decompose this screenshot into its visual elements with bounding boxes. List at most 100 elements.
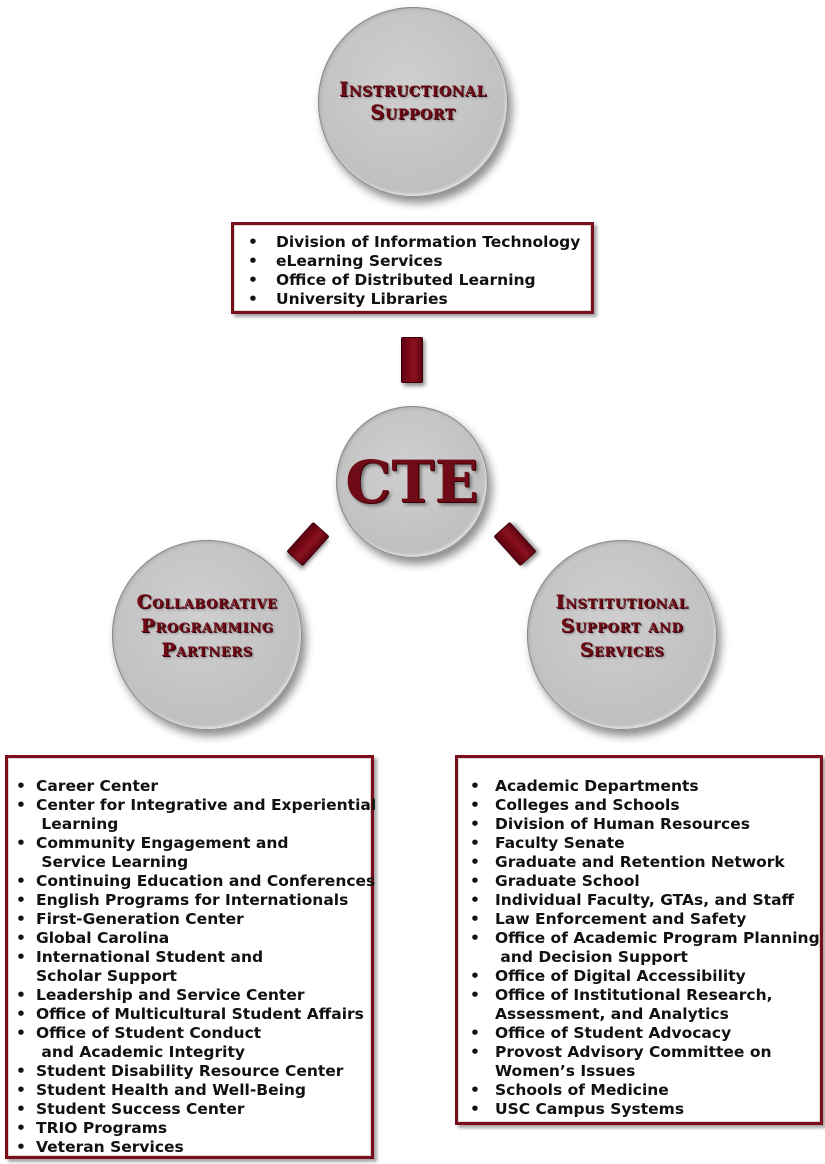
bullet-icon: • [470,967,480,985]
bullet-icon: • [470,891,480,909]
title-line: Programming [140,615,274,638]
list-item: • Office of Digital Accessibility [470,967,820,986]
title-line: Instructional [339,78,487,101]
list-item-text: Office of Student Advocacy [495,1024,732,1042]
list-item: • Graduate and Retention Network [470,853,820,872]
list-item: • Student Health and Well-Being [16,1081,371,1100]
bullet-icon: • [16,891,26,909]
list-item-text: Division of Human Resources [495,815,750,833]
list-item: •Academic Departments [470,777,820,796]
title-line: Support and [560,615,684,638]
list-item: • Graduate School [470,872,820,891]
institutional-support-services-circle: Institutional Support and Services [527,540,717,730]
list-item: • TRIO Programs [16,1119,371,1138]
bullet-icon: • [470,777,480,795]
list-item: •Law Enforcement and Safety [470,910,820,929]
list-item: • International Student and Scholar Suppo… [16,948,371,986]
title-line: Collaborative [136,591,278,614]
list-item-text: Graduate and Retention Network [495,853,785,871]
bullet-icon: • [16,872,26,890]
bullet-icon: • [470,929,480,947]
title-line: Support [370,101,456,124]
list-item-text: English Programs for Internationals [36,891,349,909]
list-item: • Individual Faculty, GTAs, and Staff [470,891,820,910]
list-item: • Provost Advisory Committee on Women’s I… [470,1043,820,1081]
bullet-icon: • [248,271,258,289]
list-item: • Office of Institutional Research, Asses… [470,986,820,1024]
bullet-icon: • [16,1100,26,1118]
bullet-icon: • [470,853,480,871]
bullet-icon: • [248,252,258,270]
list-item-text: First-Generation Center [36,910,244,928]
list-item-text: Career Center [36,777,159,795]
list-item-text: Division of Information Technology [276,233,581,251]
connector-left [286,521,330,567]
bullet-icon: • [16,1005,26,1023]
list-item: • First-Generation Center [16,910,371,929]
list-item: •Division of Human Resources [470,815,820,834]
bullet-icon: • [248,290,258,308]
bullet-icon: • [470,872,480,890]
institutional-support-services-title: Institutional Support and Services [556,591,689,662]
collaborative-programming-partners-title: Collaborative Programming Partners [136,591,277,662]
cte-center-circle: CTE [336,406,488,558]
list-item: • Office of Student Conduct and Academic … [16,1024,371,1062]
list-item: • Center for Integrative and Experiential… [16,796,377,834]
list-item: • Student Success Center [16,1100,371,1119]
bullet-icon: • [16,1119,26,1137]
collaborative-programming-partners-list: •Career Center •Center for Integrative a… [16,777,377,1157]
bullet-icon: • [16,834,26,852]
list-item-text: Student Success Center [36,1100,245,1118]
list-item: • USC Campus Systems [470,1100,820,1119]
bullet-icon: • [470,1100,480,1118]
bullet-icon: • [16,929,26,947]
connector-right [493,521,537,567]
bullet-icon: • [470,834,480,852]
list-item-text: Provost Advisory Committee on Women’s Is… [495,1043,772,1080]
list-item: •Colleges and Schools [470,796,820,815]
list-item-text: Law Enforcement and Safety [495,910,747,928]
list-item: •Office of Distributed Learning [248,271,591,290]
instructional-support-circle: Instructional Support [318,7,508,197]
list-item-text: Office of Institutional Research, Assess… [495,986,773,1023]
bullet-icon: • [470,1081,480,1099]
bullet-icon: • [16,1024,26,1042]
list-item: •Global Carolina [16,929,371,948]
list-item: • Continuing Education and Conferences [16,872,376,891]
list-item-text: Student Disability Resource Center [36,1062,344,1080]
list-item-text: Office of Multicultural Student Affairs [36,1005,364,1023]
bullet-icon: • [470,1024,480,1042]
list-item: •Faculty Senate [470,834,820,853]
list-item-text: Continuing Education and Conferences [36,872,376,890]
list-item: •Career Center [16,777,371,796]
bullet-icon: • [16,1081,26,1099]
list-item: •Office of Academic Program Planning and… [470,929,820,967]
bullet-icon: • [16,796,26,814]
list-item: • English Programs for Internationals [16,891,371,910]
bullet-icon: • [16,948,26,966]
bullet-icon: • [470,1043,480,1061]
title-line: Partners [161,638,253,661]
list-item-text: Office of Student Conduct and Academic I… [36,1024,262,1061]
bullet-icon: • [470,986,480,1004]
list-item-text: Graduate School [495,872,640,890]
bullet-icon: • [16,910,26,928]
institutional-support-services-list-box: •Academic Departments •Colleges and Scho… [455,755,823,1125]
institutional-support-services-list: •Academic Departments •Colleges and Scho… [470,777,820,1119]
bullet-icon: • [470,796,480,814]
list-item: •eLearning Services [248,252,591,271]
list-item: •Leadership and Service Center [16,986,371,1005]
list-item-text: Individual Faculty, GTAs, and Staff [495,891,795,909]
list-item-text: International Student and Scholar Suppor… [36,948,264,985]
list-item-text: TRIO Programs [36,1119,168,1137]
list-item-text: USC Campus Systems [495,1100,685,1118]
list-item-text: Center for Integrative and Experiential … [36,796,377,833]
list-item: • Office of Student Advocacy [470,1024,820,1043]
list-item-text: Office of Digital Accessibility [495,967,746,985]
instructional-support-title: Instructional Support [339,78,487,124]
list-item-text: University Libraries [276,290,448,308]
title-line: Institutional [555,591,689,614]
connector-top [401,337,423,383]
list-item-text: Student Health and Well-Being [36,1081,307,1099]
list-item: •Schools of Medicine [470,1081,820,1100]
